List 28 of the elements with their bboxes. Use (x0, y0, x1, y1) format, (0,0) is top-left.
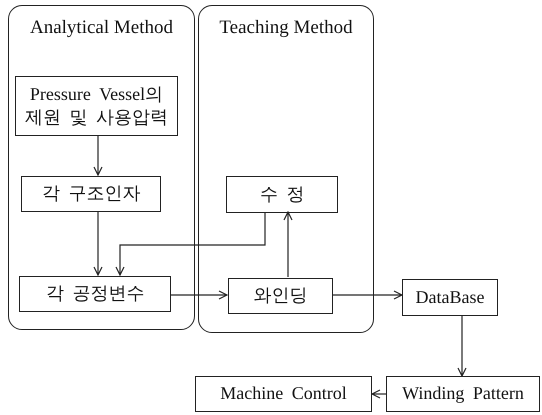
group-panel (198, 5, 374, 333)
arrow (93, 211, 103, 276)
process-box (402, 279, 498, 316)
box-label: 수 정 (260, 182, 304, 206)
arrow (371, 389, 386, 399)
panel-heading: Analytical Method (30, 16, 173, 40)
process-box (228, 278, 333, 314)
arrow (170, 290, 228, 300)
box-label: 각 공정변수 (46, 282, 144, 306)
process-box (19, 276, 171, 312)
group-panel (8, 5, 195, 330)
arrow (115, 212, 266, 276)
process-box (195, 376, 372, 412)
arrow (283, 211, 293, 277)
arrow (457, 316, 467, 377)
box-label: Winding Pattern (402, 382, 524, 406)
process-box (15, 76, 178, 136)
arrow (332, 290, 403, 300)
box-label: DataBase (416, 286, 484, 309)
panel-heading: Teaching Method (219, 16, 353, 40)
arrow (93, 135, 103, 176)
box-label: 각 구조인자 (42, 182, 140, 206)
box-label: 와인딩 (254, 284, 308, 308)
process-box (21, 176, 161, 212)
process-box (226, 176, 338, 213)
box-label: Pressure Vessel의 제원 및 사용압력 (24, 82, 169, 129)
process-box (386, 376, 540, 412)
box-label: Machine Control (220, 382, 347, 406)
